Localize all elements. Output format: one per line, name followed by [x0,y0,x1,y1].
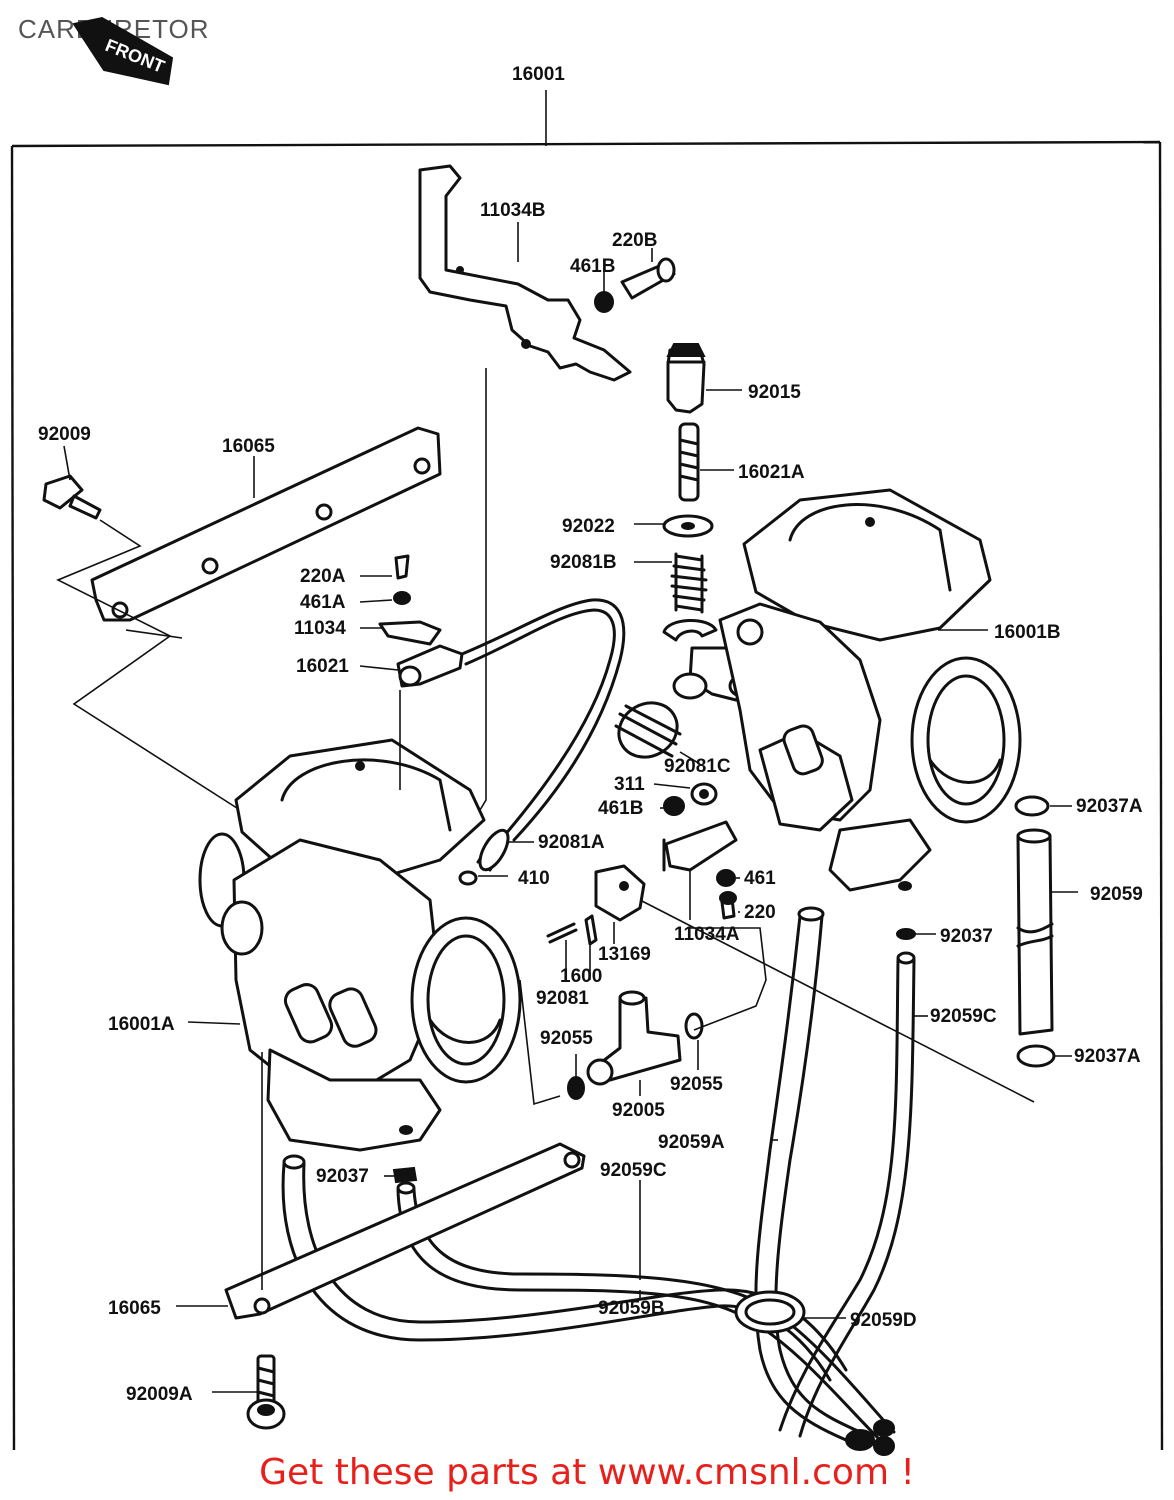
plate-16065-bottom [224,1142,586,1320]
plate-16065-top [90,426,442,622]
washer-461 [716,869,736,887]
hose-92059c-right [778,951,916,1438]
hose-92059c-bot [281,1154,848,1382]
label-92037-left: 92037 [316,1166,369,1187]
washer-461b-mid [663,796,685,816]
label-220a: 220A [300,566,346,587]
label-410: 410 [518,868,550,889]
bracket-11034 [378,620,442,646]
label-92081c: 92081C [664,756,731,777]
label-16021a: 16021A [738,462,805,483]
label-16065-top: 16065 [222,436,275,457]
plate-13169 [594,864,646,922]
label-461a: 461A [300,592,346,613]
clamp-92037a-bot [1016,1044,1056,1068]
label-1600: 1600 [560,966,602,987]
label-92081b: 92081B [550,552,617,573]
washer-92022 [662,514,714,538]
label-311: 311 [614,774,645,795]
label-461b-mid: 461B [598,798,643,819]
label-92005: 92005 [612,1100,665,1121]
label-92037-right: 92037 [940,926,993,947]
fitting-92005 [586,990,682,1086]
label-92059a: 92059A [658,1132,725,1153]
bolt-92009 [42,474,102,520]
label-92059b: 92059B [598,1298,665,1319]
label-461: 461 [744,868,776,889]
plug-92037-left [392,1166,418,1184]
clamp-92037a-top [1014,795,1050,817]
leader-lines [63,222,1078,1393]
label-92037a-top: 92037A [1076,796,1143,817]
washer-461a [393,591,411,605]
label-92055-left: 92055 [540,1028,593,1049]
spring-92081b [670,552,708,614]
label-11034a: 11034A [674,924,740,945]
bolt-92009a [246,1354,286,1430]
front-arrow-badge: FRONT [72,16,174,86]
label-92081a: 92081A [538,832,605,853]
guide-lines-left [56,519,241,811]
throttle-cable [460,598,626,842]
spring-92081 [546,922,578,944]
cap-92015 [666,343,706,414]
label-92059c-bot: 92059C [600,1160,667,1181]
part-labels: 16001 11034B 220B 461B 92015 92009 16065… [38,64,1143,1405]
plug-92037-right [896,928,916,940]
label-92009a: 92009A [126,1384,193,1405]
label-92037a-bot: 92037A [1074,1046,1141,1067]
label-92081: 92081 [536,988,589,1009]
label-11034: 11034 [294,618,346,639]
screw-220a [394,554,410,580]
label-92009: 92009 [38,424,91,445]
adjust-screw-16021a [678,422,700,502]
cable-holder-16021 [396,644,464,688]
footer-link-text[interactable]: Get these parts at www.cmsnl.com ! [259,1452,915,1493]
hose-ends [845,1419,895,1456]
spring-92081c [614,701,682,759]
label-16001b: 16001B [994,622,1061,643]
label-16021: 16021 [296,656,349,677]
label-92055-right: 92055 [670,1074,723,1095]
assembly-frame [10,90,1164,1451]
throttle-bracket-11034b [418,164,632,382]
washer-461b-top [594,291,614,313]
washer-92055-right [684,1012,704,1040]
carburetor-16001b [718,488,1022,892]
washer-410 [458,870,478,886]
hose-92059b [396,1181,896,1442]
carburetor-16001a [198,738,522,1152]
label-92059: 92059 [1090,884,1143,905]
bolt-220b [620,257,676,300]
screw-220 [719,891,737,920]
label-461b-top: 461B [570,256,615,277]
label-13169: 13169 [598,944,651,965]
label-92059d: 92059D [850,1310,917,1331]
label-92015: 92015 [748,382,801,403]
bracket-11034a [662,820,738,872]
band-92059d [734,1290,806,1334]
label-220b: 220B [612,230,657,251]
label-220: 220 [744,902,776,923]
screw-1600 [584,914,598,946]
label-92059c-right: 92059C [930,1006,997,1027]
label-92022: 92022 [562,516,615,537]
hose-92059a [754,906,862,1442]
label-11034b: 11034B [480,200,546,221]
label-16065-bot: 16065 [108,1298,161,1319]
part-311 [690,782,718,806]
spring-92081a [476,828,510,872]
label-16001: 16001 [512,64,565,85]
washer-92055-left [567,1076,585,1100]
label-16001a: 16001A [108,1014,175,1035]
hose-92059 [1016,828,1054,1036]
